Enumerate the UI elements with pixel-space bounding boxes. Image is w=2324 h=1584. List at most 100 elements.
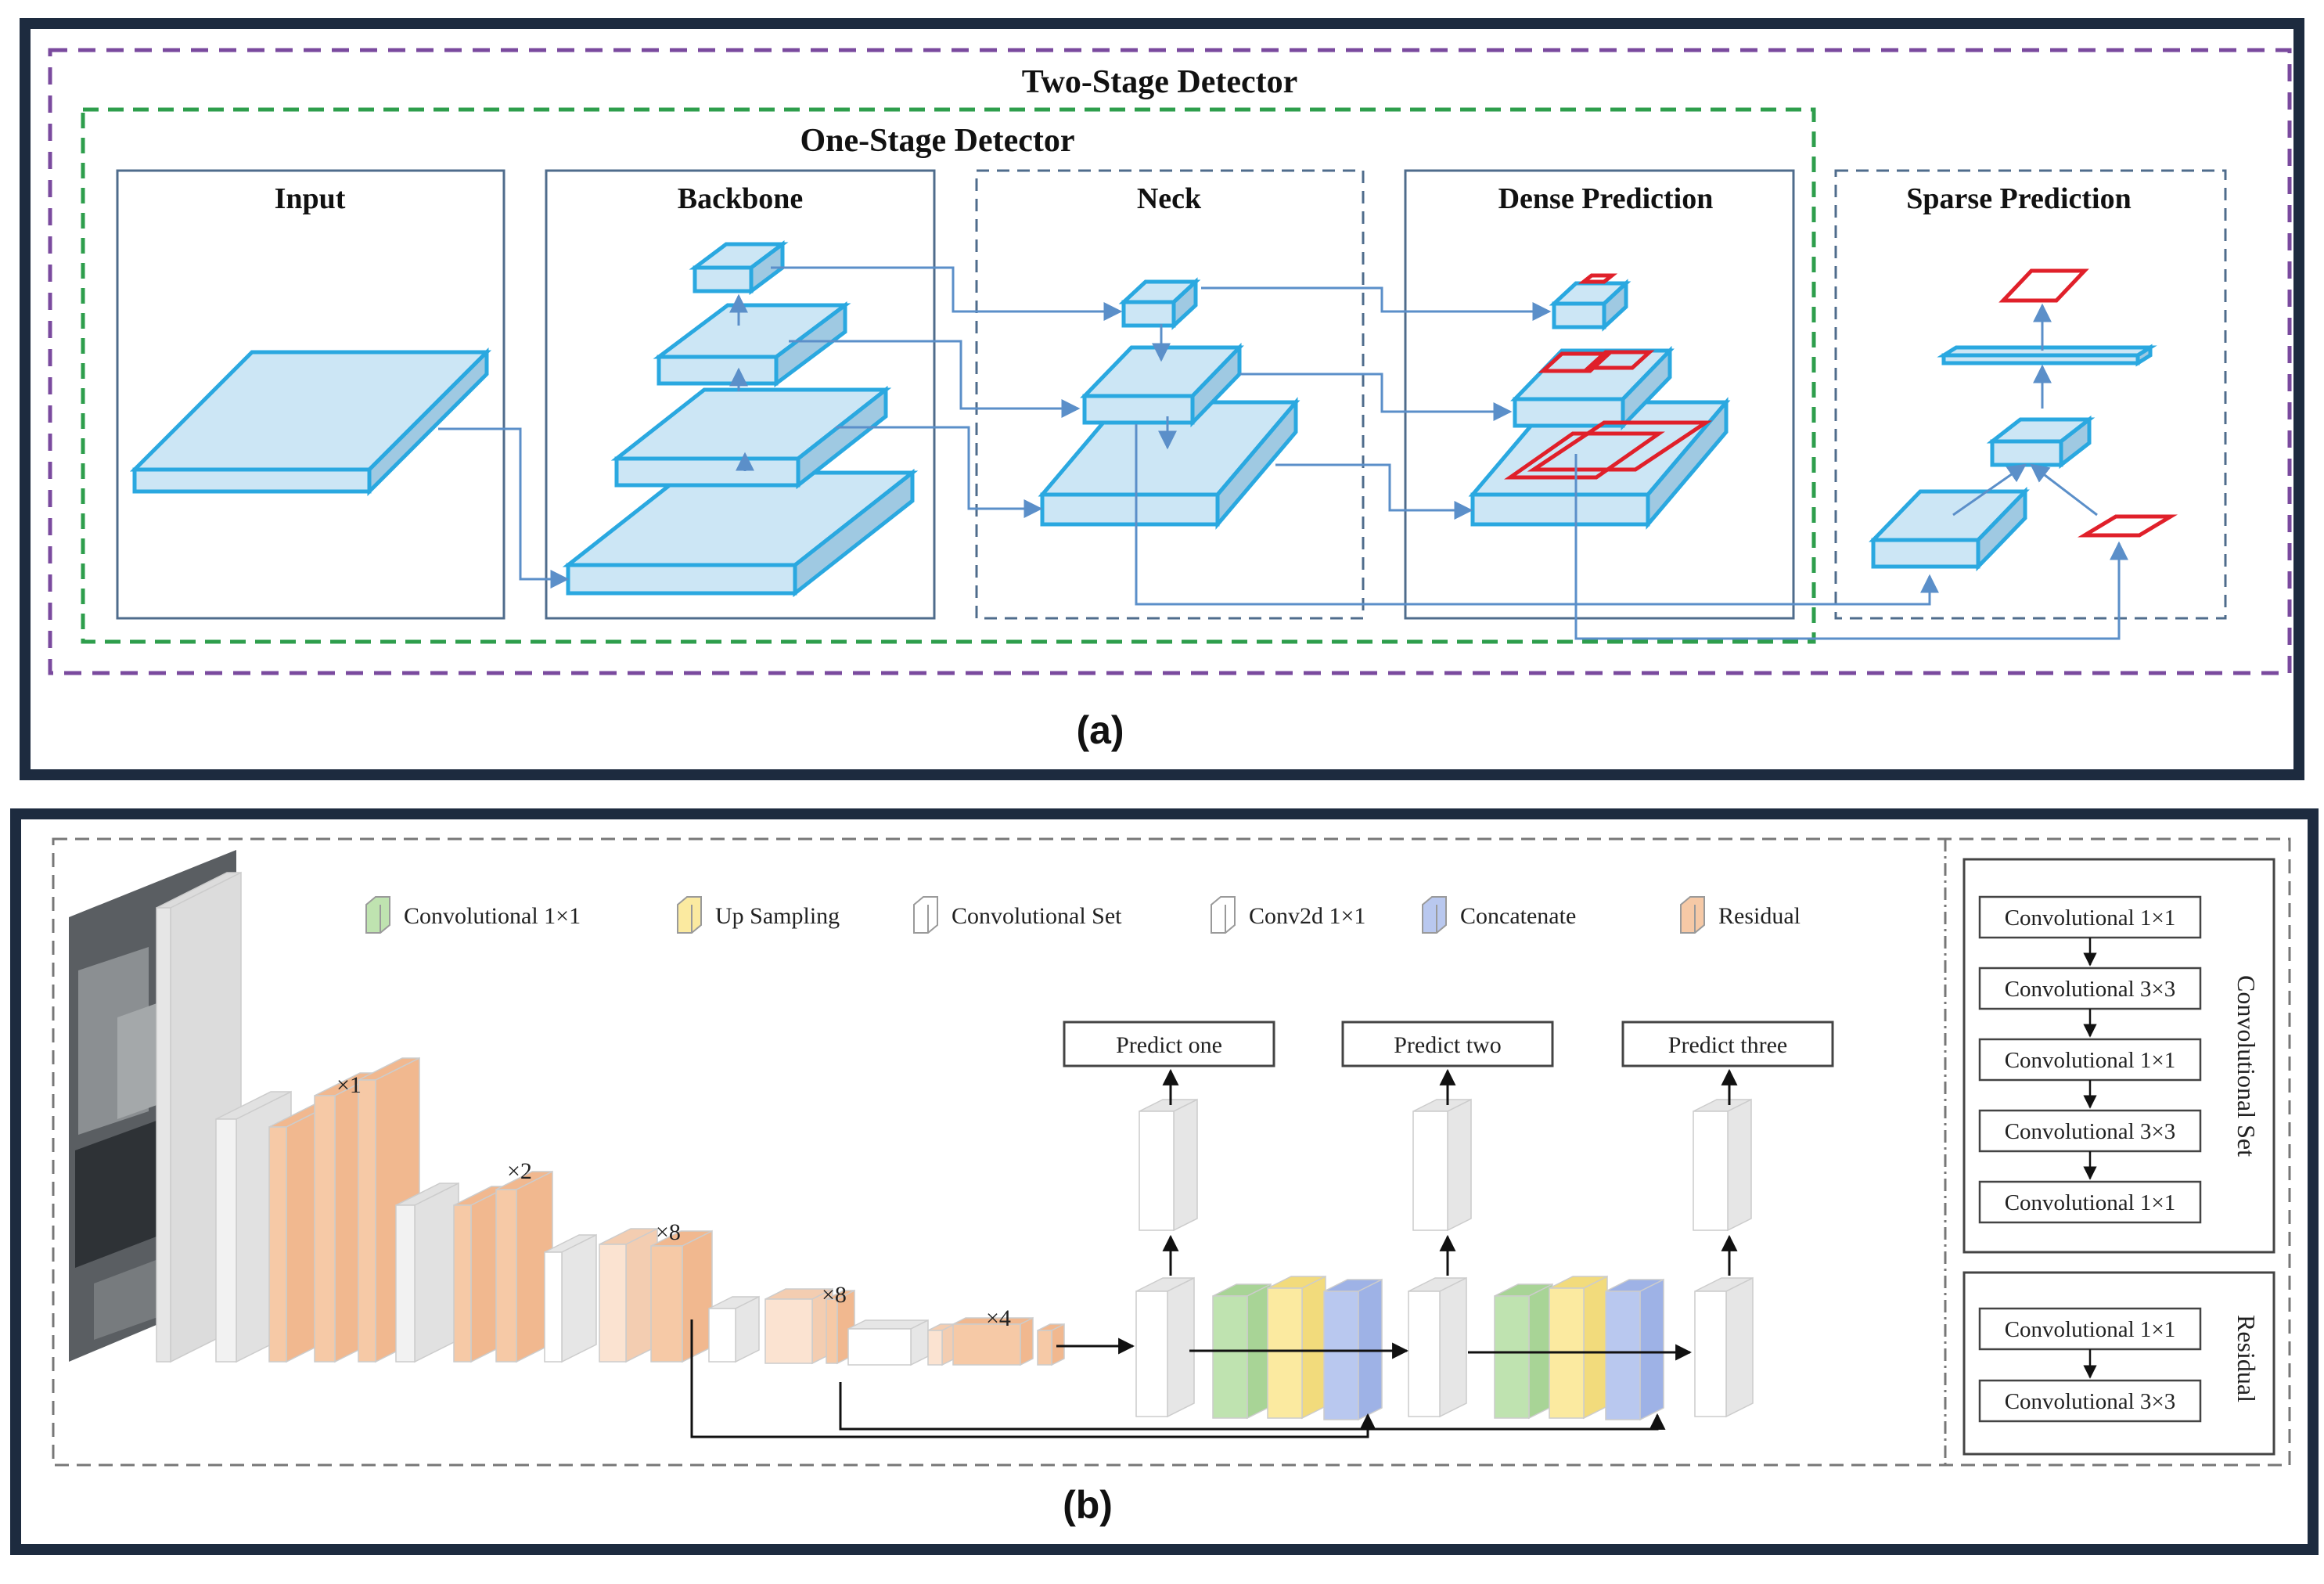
backbone-block-1 [562, 468, 919, 598]
legend-conv1x1-label: Convolutional 1×1 [404, 903, 581, 929]
legend: Convolutional 1×1 Up Sampling Convolutiona… [365, 896, 1801, 934]
conv-layer-4 [544, 1233, 597, 1363]
conv-layer-6 [847, 1319, 929, 1366]
conv1x1-2 [1494, 1283, 1553, 1420]
conv-set-item-3 [1978, 1038, 2202, 1082]
one-stage-region [81, 107, 1816, 644]
conv-set-1 [1135, 1276, 1195, 1418]
sparse-fc-layer [1937, 344, 2157, 367]
neck-stage-box [975, 169, 1365, 620]
legend-conv2d: Conv2d 1×1 [1211, 896, 1365, 934]
legend-concatenate-icon [1422, 896, 1447, 934]
input-stage-label: Input [275, 182, 346, 215]
legend-conv2d-icon [1211, 896, 1236, 934]
conv2d-2 [1412, 1098, 1472, 1232]
legend-conv-set-label: Convolutional Set [952, 903, 1122, 929]
legend-residual-label: Residual [1718, 903, 1801, 929]
sparse-stage-label: Sparse Prediction [1906, 182, 2131, 215]
skip-arrow-1 [690, 1319, 1376, 1438]
predict-two-label: Predict two [1394, 1032, 1501, 1058]
connection-arrows [438, 266, 2128, 640]
multiplier-4: ×8 [822, 1282, 847, 1308]
conv-set-title: Convolutional Set [2232, 975, 2261, 1157]
neck-to-dense-top-arrow [1201, 286, 1552, 321]
predict-two-box [1341, 1021, 1554, 1067]
sparse-stage-box [1834, 169, 2227, 620]
backbone-to-neck-mid-arrow [789, 340, 1081, 418]
input-to-backbone-arrow [438, 427, 570, 589]
upsample-2 [1549, 1275, 1608, 1420]
multiplier-2: ×2 [507, 1158, 532, 1184]
conv-set-item-4-label: Convolutional 3×3 [2005, 1119, 2176, 1144]
conv-set-item-1-label: Convolutional 1×1 [2005, 905, 2176, 931]
predict-three-label: Predict three [1668, 1032, 1787, 1058]
multiplier-1: ×1 [336, 1072, 362, 1098]
legend-conv-set-icon [913, 896, 938, 934]
residual-5b [952, 1316, 1034, 1366]
concat-2 [1605, 1278, 1664, 1421]
conv-set-2 [1408, 1276, 1467, 1418]
two-stage-region [48, 48, 2292, 675]
legend-upsampling-label: Up Sampling [715, 903, 840, 929]
dense-to-sparse-arrow [1574, 454, 2128, 640]
conv-set-frame [1962, 858, 2275, 1254]
dense-stage-label: Dense Prediction [1498, 182, 1714, 215]
legend-residual: Residual [1680, 896, 1801, 934]
residual-4a [764, 1287, 833, 1365]
sparse-diag-arrow-2 [2030, 463, 2098, 517]
residual-frame [1962, 1271, 2275, 1456]
conv-set-item-3-label: Convolutional 1×1 [2005, 1048, 2176, 1073]
legend-conv1x1: Convolutional 1×1 [365, 896, 581, 934]
prediction-boxes [1504, 268, 2178, 538]
dense-block-3 [1549, 279, 1631, 332]
conv2d-3 [1693, 1098, 1752, 1232]
dense-box-2 [1527, 420, 1713, 472]
legend-conv1x1-icon [365, 896, 390, 934]
legend-upsampling: Up Sampling [677, 896, 840, 934]
legend-upsampling-icon [677, 896, 702, 934]
conv-set-3 [1694, 1276, 1754, 1418]
sparse-diag-arrow-1 [1952, 463, 2027, 517]
residual-3a [599, 1227, 658, 1363]
dense-box-1 [1504, 431, 1665, 480]
conv2d-1 [1139, 1098, 1198, 1232]
residual-item-2-label: Convolutional 3×3 [2005, 1389, 2176, 1414]
conv-set-item-1 [1978, 895, 2202, 939]
multiplier-3: ×8 [656, 1219, 681, 1245]
two-stage-title: Two-Stage Detector [1022, 64, 1298, 100]
neck-to-dense-low-arrow [1275, 463, 1473, 520]
panel-a-caption: (a) [1076, 708, 1124, 752]
network-region [52, 837, 2291, 1467]
legend-concatenate: Concatenate [1422, 896, 1576, 934]
neck-stage-label: Neck [1137, 182, 1202, 215]
conv-layer-3 [395, 1182, 459, 1363]
legend-residual-icon [1680, 896, 1705, 934]
conv-set-item-2 [1978, 967, 2202, 1010]
sparse-roi-box [2077, 514, 2178, 538]
panel-b-caption: (b) [1063, 1483, 1113, 1527]
neck-to-dense-mid-arrow [1240, 373, 1513, 421]
predict-one-box [1063, 1021, 1275, 1067]
skip-arrow-2 [839, 1382, 1666, 1431]
dense-box-4 [1583, 350, 1655, 370]
predict-boxes: Predict one Predict two Predict three [1063, 1021, 1834, 1067]
conv-set-item-5-label: Convolutional 1×1 [2005, 1190, 2176, 1215]
residual-item-1-label: Convolutional 1×1 [2005, 1317, 2176, 1342]
one-stage-title: One-Stage Detector [800, 123, 1074, 159]
conv-set-item-5 [1978, 1180, 2202, 1224]
repeat-multipliers: ×1 ×2 ×8 ×8 ×4 [336, 1072, 1011, 1331]
residual-5a [927, 1323, 955, 1366]
upsample-1 [1267, 1275, 1326, 1420]
sparse-block-2 [1986, 415, 2096, 470]
neck-to-sparse-arrow [1135, 424, 1939, 606]
legend-concatenate-label: Concatenate [1460, 903, 1576, 929]
backbone-block-2 [610, 385, 892, 490]
neck-block-2 [1080, 342, 1244, 428]
predict-three-box [1621, 1021, 1834, 1067]
legend-conv-set: Convolutional Set [913, 896, 1122, 934]
sparse-output-box [1998, 268, 2089, 303]
